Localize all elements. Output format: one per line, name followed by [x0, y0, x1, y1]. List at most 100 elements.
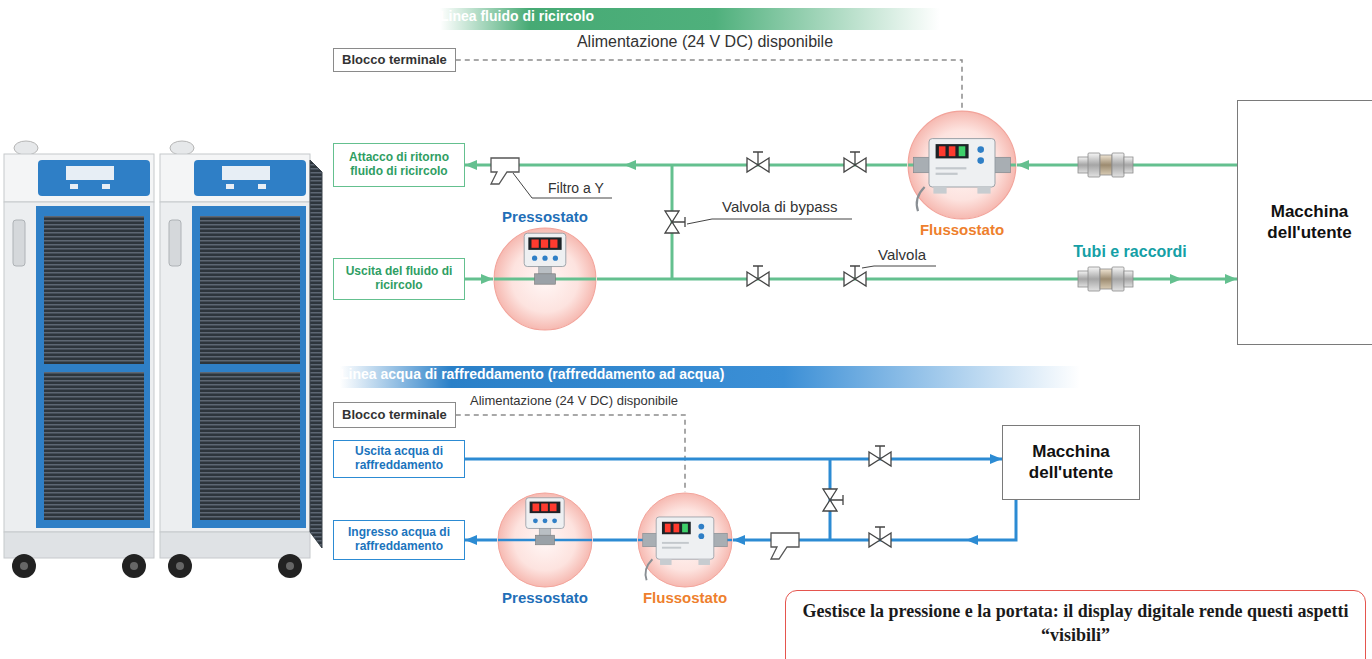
valve-symbol — [665, 211, 685, 233]
flow-switch-picture — [660, 559, 672, 565]
pressure-switch-picture — [542, 256, 547, 261]
flow-switch-picture — [712, 533, 727, 546]
bypass-pipe — [672, 165, 830, 540]
connector-line — [456, 60, 962, 110]
pressure-switch-picture — [552, 518, 557, 523]
chiller-illustration — [160, 141, 310, 578]
section-band: Linea acqua di raffreddamento (raffredda… — [340, 366, 1080, 388]
leader-line — [687, 219, 852, 224]
flow-switch: Flussostato — [637, 492, 733, 588]
box-text: Attacco di ritorno fluido di ricircolo — [339, 151, 459, 179]
arrowhead — [481, 274, 493, 284]
connector-line — [593, 539, 637, 542]
flow-switch-picture — [936, 173, 958, 175]
arrowhead — [733, 535, 745, 545]
arrowhead — [990, 454, 1002, 464]
box-text: Linea fluido di ricircolo — [440, 8, 940, 25]
arrowhead — [465, 535, 477, 545]
connector-line — [465, 164, 907, 167]
terminal-block-box: Blocco terminale — [333, 48, 456, 72]
power-note: Alimentazione (24 V DC) disponibile — [577, 33, 833, 51]
port-box: Uscita del fluido di ricircolo — [333, 258, 465, 300]
switch-label: Flussostato — [643, 589, 727, 607]
pressure-switch-picture — [550, 504, 557, 512]
chiller-illustration — [4, 141, 322, 578]
y-strainer-symbol — [491, 158, 799, 559]
pressure-switch-picture — [541, 504, 548, 512]
flow-switch-picture — [698, 533, 704, 539]
valve-symbol — [844, 266, 866, 286]
flow-switch-picture — [914, 157, 932, 172]
box-text: Linea acqua di raffreddamento (raffredda… — [340, 366, 1080, 383]
flow-switch-picture — [643, 533, 658, 546]
part-label: Valvola — [878, 246, 926, 263]
flow-switch-picture — [682, 524, 688, 533]
pipe-connector — [465, 274, 493, 284]
switch-label: Pressostato — [502, 589, 588, 607]
pressure-switch-picture — [550, 239, 557, 247]
power-note: Alimentazione (24 V DC) disponibile — [470, 394, 678, 409]
connector-line — [456, 415, 685, 492]
terminal-block-box: Blocco terminale — [333, 402, 456, 428]
arrowhead — [1017, 160, 1029, 170]
pipe-connector — [597, 274, 1237, 284]
flow-switch-picture — [959, 146, 966, 156]
pressure-switch-picture — [533, 518, 538, 523]
connector-line — [465, 458, 1002, 461]
flow-switch-picture — [939, 146, 946, 156]
pressure-switch-picture — [524, 233, 566, 266]
section-band: Linea fluido di ricircolo — [440, 8, 940, 30]
flow-switch-picture — [908, 111, 1016, 219]
flow-switch-picture — [949, 146, 956, 156]
flow-switch-picture — [656, 517, 714, 559]
switch-label: Flussostato — [920, 221, 1004, 239]
pressure-switch-picture — [531, 239, 538, 247]
pipe-connector — [593, 540, 637, 541]
pressure-switch-picture — [553, 256, 558, 261]
pressure-switch-picture — [526, 498, 564, 529]
flow-switch-picture — [698, 524, 704, 530]
valve-symbol — [747, 266, 769, 286]
box-text: Blocco terminale — [342, 407, 447, 423]
callout-box: Gestisce la pressione e la portata: il d… — [785, 590, 1366, 659]
flow-switch-picture — [933, 187, 946, 194]
flow-switch-picture — [638, 493, 732, 587]
leader-line — [862, 266, 936, 268]
port-box: Uscita acqua di raffreddamento — [333, 440, 465, 478]
flow-switch-picture — [936, 167, 967, 169]
flow-switch-picture — [665, 524, 671, 533]
flow-switch-picture — [977, 157, 984, 164]
valve-symbol — [869, 527, 891, 547]
flow-switch-picture — [977, 146, 984, 153]
flow-arrowhead — [624, 160, 636, 170]
power-wire — [456, 60, 962, 110]
pressure-switch-picture — [528, 237, 561, 249]
flow-switch-picture — [698, 559, 710, 565]
arrowhead — [465, 160, 477, 170]
flow-arrowhead — [624, 160, 1182, 545]
y-strainer-symbol — [771, 533, 799, 559]
flow-switch-picture — [673, 524, 679, 533]
valve-symbol — [844, 152, 866, 172]
pipe-connector — [465, 454, 1002, 464]
pressure-switch: Pressostato — [493, 227, 597, 331]
pressure-switch-picture — [498, 493, 592, 587]
valve-symbol — [665, 152, 891, 547]
power-wire — [456, 415, 685, 492]
part-label: Tubi e raccordi — [1073, 243, 1187, 261]
pressure-switch-picture — [530, 502, 561, 514]
valve-symbol — [747, 152, 769, 172]
box-text: Macchina dell'utente — [1009, 441, 1133, 484]
user-machine-box: Macchina dell'utente — [1237, 100, 1372, 345]
pressure-switch-picture — [493, 227, 597, 331]
flow-switch-picture — [662, 547, 681, 549]
box-text: Macchina dell'utente — [1244, 201, 1372, 244]
part-label: Valvola di bypass — [722, 198, 838, 215]
pipe-connector — [465, 160, 907, 170]
flow-arrowhead — [966, 535, 978, 545]
flow-switch-picture — [907, 110, 1017, 220]
chiller-illustration — [310, 160, 322, 548]
box-text: Ingresso acqua di raffreddamento — [339, 526, 459, 554]
switch-label: Pressostato — [502, 208, 588, 226]
pressure-switch: Pressostato — [497, 492, 593, 588]
